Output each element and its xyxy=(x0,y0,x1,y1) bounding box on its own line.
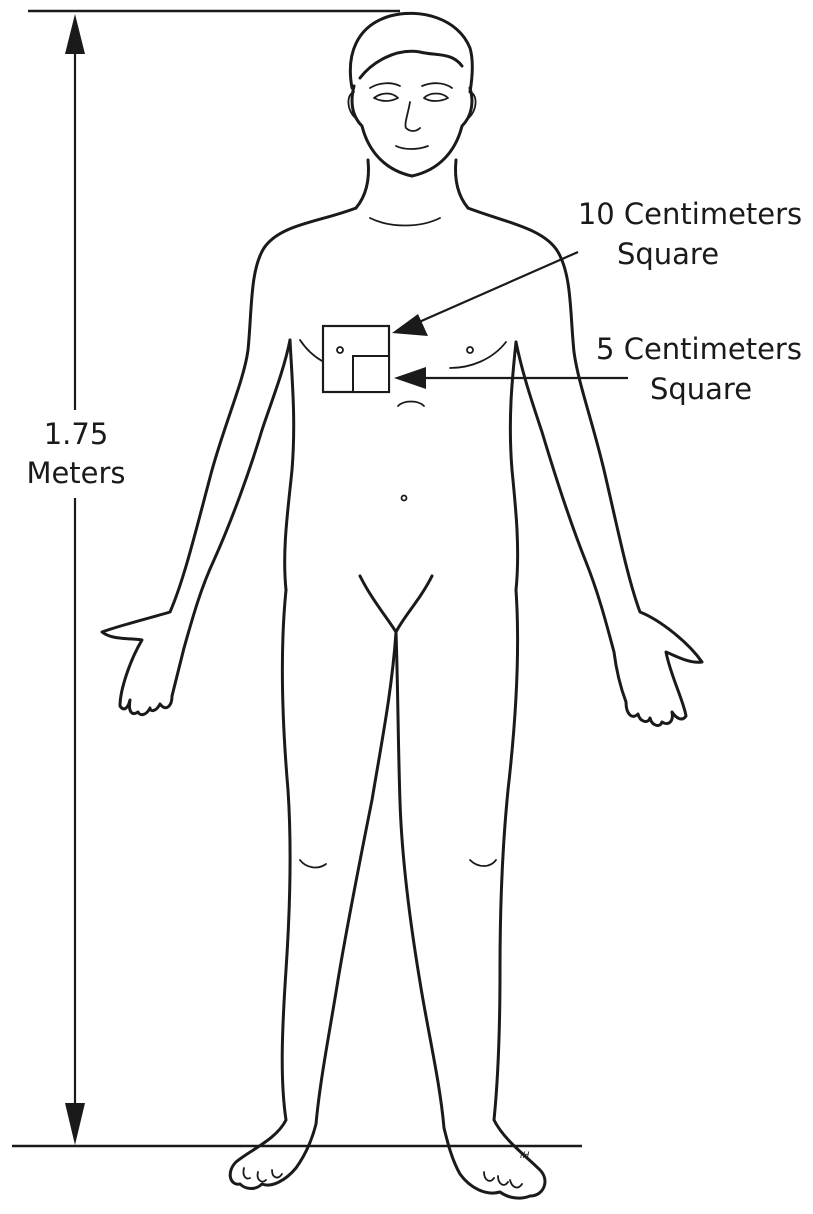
hair xyxy=(350,13,472,92)
arrowhead-left-icon xyxy=(394,367,426,389)
eye-right xyxy=(424,94,448,102)
navel xyxy=(402,496,407,501)
artist-initials: IH xyxy=(520,1151,530,1161)
arrowhead-down-icon xyxy=(65,1103,85,1145)
nipple-right xyxy=(467,347,473,353)
arrowhead-up-icon xyxy=(65,14,85,54)
height-unit-label: Meters xyxy=(26,456,125,490)
height-value-label: 1.75 xyxy=(44,417,109,451)
human-body-outline xyxy=(102,13,702,1198)
torso-left xyxy=(285,340,294,590)
eye-left xyxy=(374,94,398,102)
height-dimension-arrow xyxy=(65,14,85,1145)
large-square-label-line1: 10 Centimeters xyxy=(578,197,802,231)
left-arm xyxy=(102,208,356,715)
large-square-label-line2: Square xyxy=(617,237,719,271)
small-square-5cm xyxy=(353,356,389,392)
arrowhead-left-icon xyxy=(392,314,428,336)
left-leg xyxy=(230,590,396,1189)
large-square-pointer-arrow xyxy=(392,252,578,336)
measurement-squares xyxy=(323,326,389,392)
small-square-label-line1: 5 Centimeters xyxy=(596,332,802,366)
small-square-label-line2: Square xyxy=(650,372,752,406)
right-leg xyxy=(396,590,545,1198)
torso-right xyxy=(510,342,517,590)
